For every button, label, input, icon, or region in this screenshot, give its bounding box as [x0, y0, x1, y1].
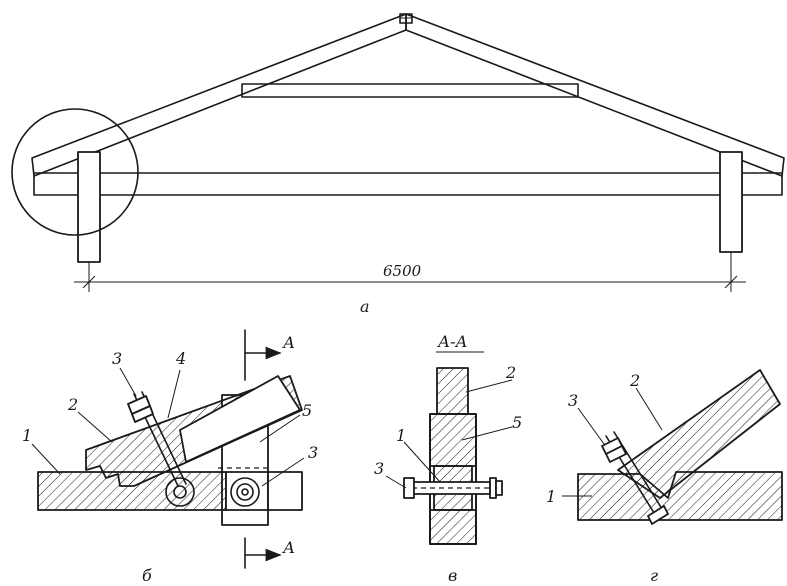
label-3: 3 [112, 349, 122, 368]
g-label-3: 3 [568, 391, 578, 410]
label-5: 5 [302, 401, 312, 420]
nut-left [165, 477, 195, 507]
section-label-1: 1 [396, 426, 406, 445]
section-label-2: 2 [505, 363, 516, 382]
span-dimension: 6500 [74, 252, 746, 292]
view-v-label: в [448, 566, 457, 585]
span-dimension-label: 6500 [383, 262, 422, 280]
right-post [719, 151, 743, 253]
section-title: А-А [437, 332, 468, 351]
view-b-label: б [142, 566, 152, 585]
svg-text:А: А [282, 538, 295, 557]
section-marker-top: А [244, 329, 295, 381]
left-post [77, 151, 101, 263]
collar-beam [241, 83, 579, 98]
svg-text:А: А [282, 333, 295, 352]
rafter-2-section [436, 367, 469, 415]
g-label-1: 1 [546, 487, 556, 506]
section-aa: А-А 2 5 1 3 в [374, 332, 522, 585]
detail-circle [11, 108, 139, 236]
tie-beam [33, 172, 783, 196]
label-1: 1 [22, 426, 32, 445]
joint-detail-b: А А 1 2 3 4 5 3 б [22, 329, 318, 585]
bolt-3-nut [230, 477, 260, 507]
view-a-label: а [360, 297, 370, 316]
label-2: 2 [67, 395, 78, 414]
section-marker-bottom: А [244, 537, 295, 569]
rafter-g [617, 369, 781, 499]
view-g-label: г [650, 566, 658, 585]
g-label-2: 2 [629, 371, 640, 390]
joint-detail-g: 2 3 1 г [546, 369, 783, 585]
truss-elevation: 6500 а [11, 13, 785, 316]
label-3b: 3 [308, 443, 318, 462]
section-label-3: 3 [374, 459, 384, 478]
section-label-5: 5 [512, 413, 522, 432]
label-4: 4 [175, 349, 186, 368]
